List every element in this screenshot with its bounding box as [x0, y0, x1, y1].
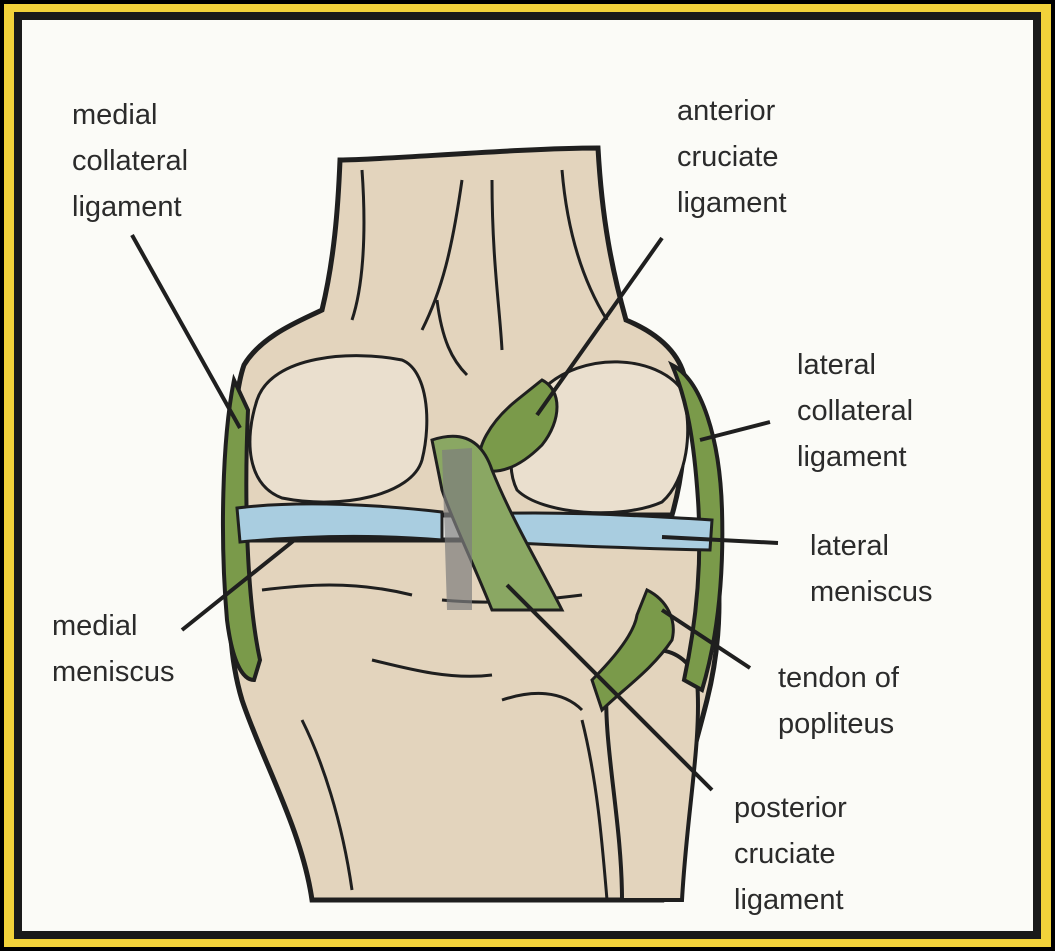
medial-condyle	[250, 356, 427, 502]
posterior-cruciate-shadow	[442, 448, 472, 610]
label-anterior-cruciate-ligament: anterior cruciate ligament	[677, 88, 787, 226]
medial-meniscus	[237, 504, 442, 542]
diagram-canvas: medial collateral ligament anterior cruc…	[22, 20, 1033, 931]
label-medial-collateral-ligament: medial collateral ligament	[72, 92, 188, 230]
label-medial-meniscus: medial meniscus	[52, 603, 175, 695]
label-lateral-meniscus: lateral meniscus	[810, 523, 933, 615]
leader-line-medial-collateral	[132, 235, 240, 428]
label-posterior-cruciate-ligament: posterior cruciate ligament	[734, 785, 847, 923]
label-lateral-collateral-ligament: lateral collateral ligament	[797, 342, 913, 480]
label-tendon-of-popliteus: tendon of popliteus	[778, 655, 899, 747]
